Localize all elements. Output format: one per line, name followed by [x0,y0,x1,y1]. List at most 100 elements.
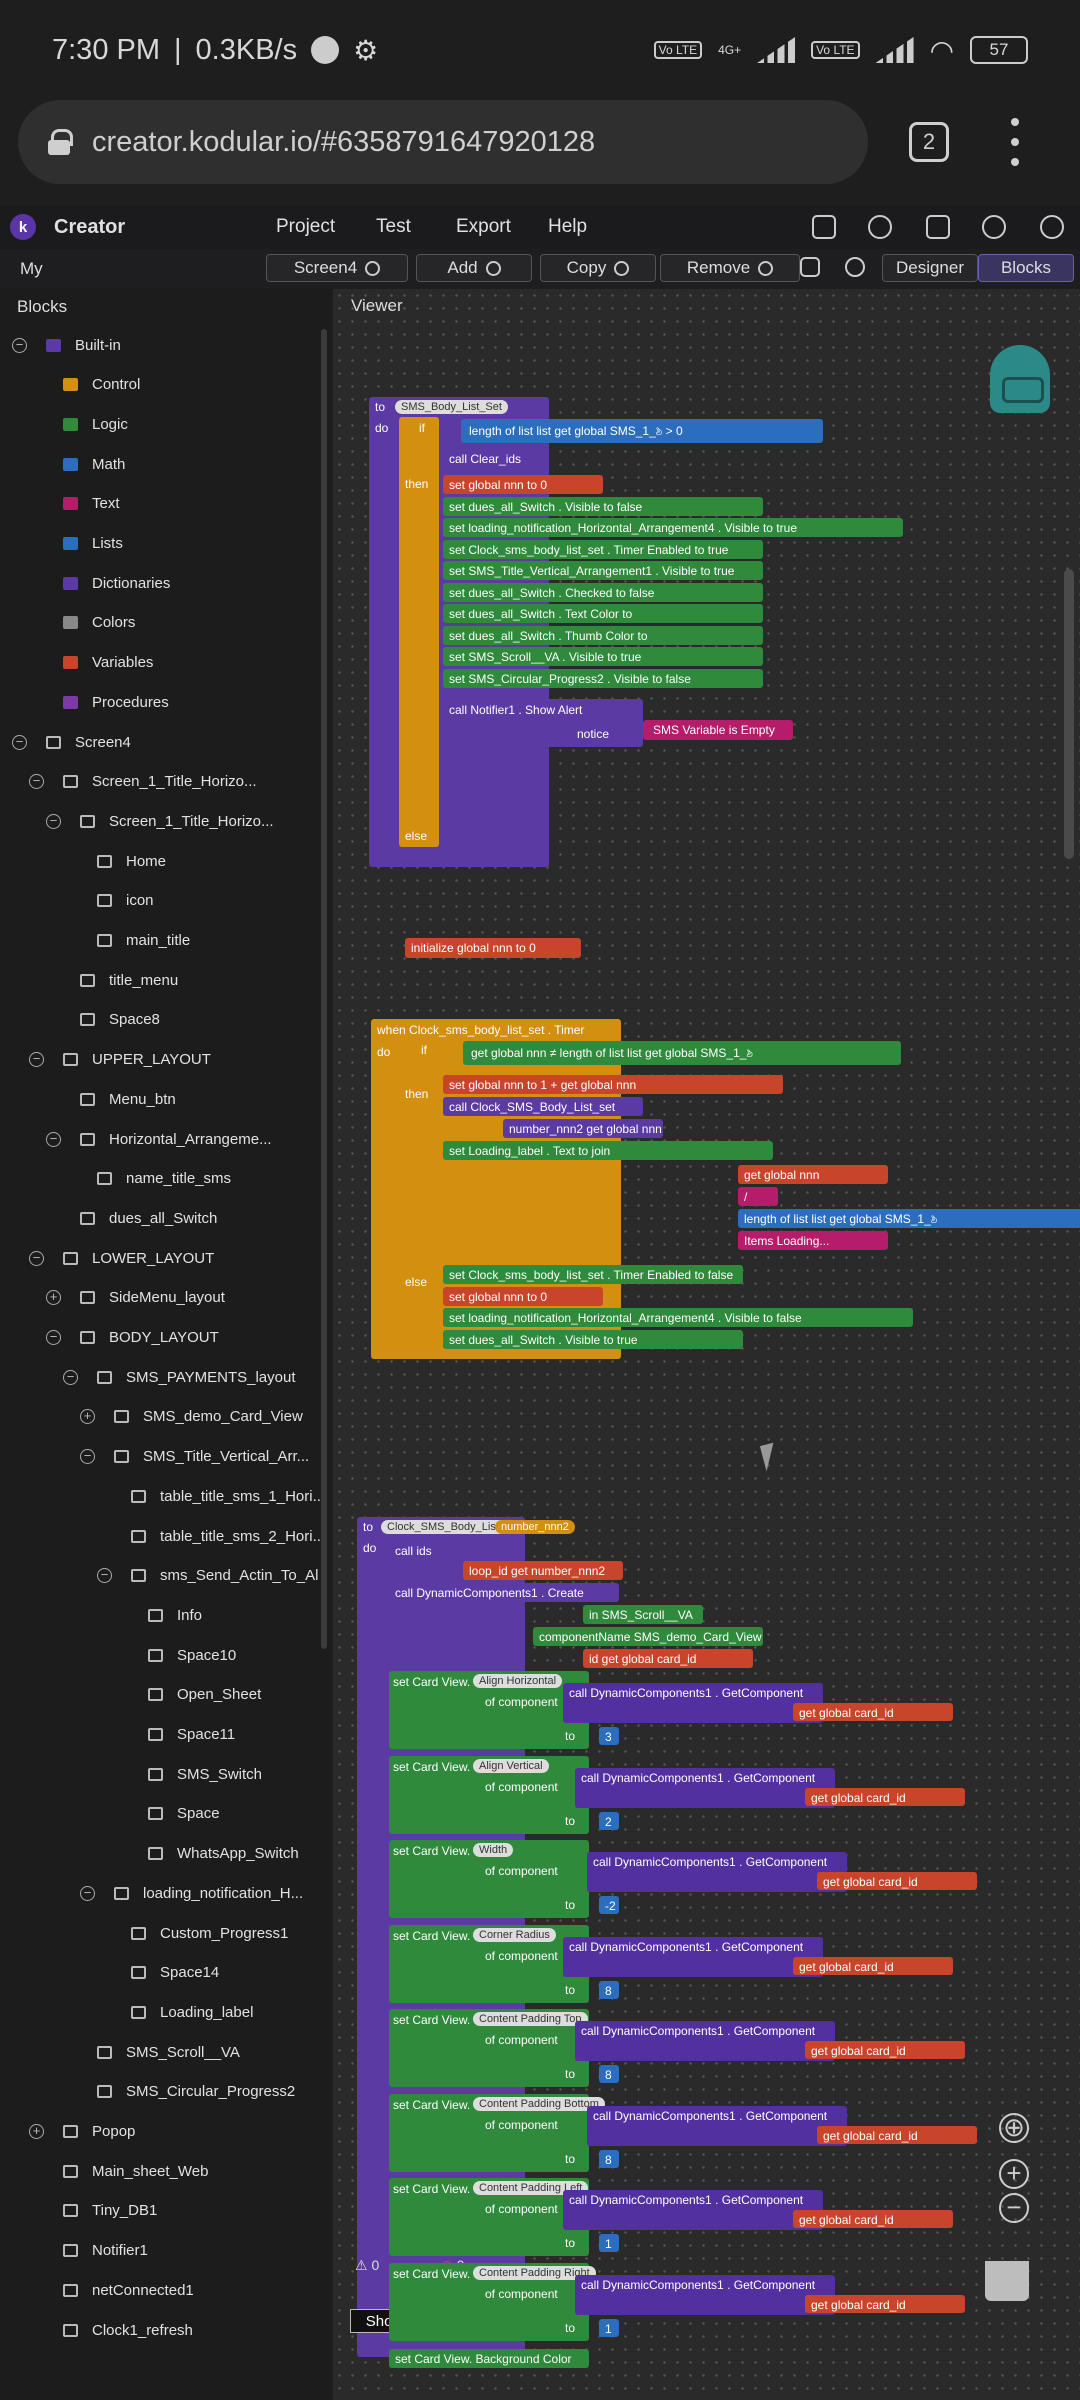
tree-item[interactable]: Math [63,444,125,484]
get-component-block[interactable]: call DynamicComponents1 . GetComponent [587,2105,847,2146]
set-block[interactable]: set dues_all_Switch . Visible to false [443,496,763,516]
tree-item[interactable]: −Built-in [12,325,121,365]
tree-item[interactable]: table_title_sms_1_Hori... [131,1476,325,1516]
timer-then-block[interactable]: get global nnn [738,1165,888,1184]
tree-item[interactable]: Info [148,1595,202,1635]
blocks-viewer[interactable]: Viewer to SMS_Body_List_Set do if then e… [333,289,1080,2400]
tree-item[interactable]: Notifier1 [63,2231,148,2271]
tree-item[interactable]: Tiny_DB1 [63,2191,157,2231]
set-block[interactable]: set SMS_Scroll__VA . Visible to true [443,647,763,666]
library-icon[interactable] [926,215,950,239]
get-component-block[interactable]: call DynamicComponents1 . GetComponent [575,2274,835,2315]
set-block[interactable]: set dues_all_Switch . Thumb Color to [443,625,763,645]
tree-item[interactable]: −SMS_PAYMENTS_layout [63,1357,296,1397]
tree-item[interactable]: Text [63,484,120,524]
tree-item[interactable]: Procedures [63,682,169,722]
collapse-icon[interactable]: − [29,1052,44,1068]
tree-item[interactable]: Clock1_refresh [63,2310,193,2350]
get-component-block[interactable]: call DynamicComponents1 . GetComponent [563,1936,823,1977]
tree-item[interactable]: Dictionaries [63,563,170,603]
tree-item[interactable]: −Screen_1_Title_Horizo... [46,801,274,841]
menu-test[interactable]: Test [376,216,411,237]
folder-icon[interactable] [812,215,836,239]
card-id-getter[interactable]: get global card_id [793,1956,953,1975]
property-dropdown[interactable]: Content Padding Bottom [473,2096,605,2111]
set-card-view-block[interactable]: set Card View. Background Color [389,2349,589,2368]
more-menu-icon[interactable] [1010,118,1020,166]
url-field[interactable]: creator.kodular.io/#6358791647920128 [18,100,868,184]
tree-item[interactable]: Open_Sheet [148,1675,261,1715]
viewer-scrollbar[interactable] [1064,569,1074,859]
tree-item[interactable]: Space [148,1794,220,1834]
tree-item[interactable]: Space11 [148,1715,235,1755]
condition-block[interactable]: length of list list get global SMS_1_ಶಿ … [461,419,823,443]
palette-icon[interactable] [868,215,892,239]
tree-item[interactable]: Custom_Progress1 [131,1913,288,1953]
card-id-getter[interactable]: get global card_id [805,2294,965,2313]
card-id-getter[interactable]: get global card_id [793,2210,953,2228]
tree-item[interactable]: Space8 [80,1000,160,1040]
trash-icon[interactable] [985,2261,1029,2301]
tree-item[interactable]: Space14 [131,1953,219,1993]
tree-item[interactable]: +SMS_demo_Card_View [80,1397,303,1437]
dollar-icon[interactable] [982,215,1006,239]
tree-item[interactable]: Colors [63,603,135,643]
tree-item[interactable]: Lists [63,524,123,564]
remove-screen-button[interactable]: Remove [660,254,800,282]
property-dropdown[interactable]: Align Vertical [473,1758,549,1773]
card-id-getter[interactable]: get global card_id [793,1703,953,1721]
tree-item[interactable]: SMS_Circular_Progress2 [97,2072,295,2112]
timer-then-block[interactable]: Items Loading... [738,1231,888,1250]
zoom-out-icon[interactable]: − [999,2193,1029,2223]
set-block[interactable]: set loading_notification_Horizontal_Arra… [443,518,903,537]
tree-item[interactable]: −Horizontal_Arrangeme... [46,1119,272,1159]
property-dropdown[interactable]: Align Horizontal [473,1674,563,1688]
screen-select[interactable]: Screen4 [266,254,408,282]
proc-name[interactable]: SMS_Body_List_Set [395,400,508,414]
collapse-icon[interactable]: − [29,774,44,790]
tree-item[interactable]: netConnected1 [63,2270,194,2310]
collapse-icon[interactable]: − [29,1250,44,1266]
number-block[interactable]: 1 [599,2234,619,2252]
proc2-header-block[interactable]: in SMS_Scroll__VA [583,1605,703,1624]
timer-else-block[interactable]: set Clock_sms_body_list_set . Timer Enab… [443,1265,743,1284]
settings-icon[interactable] [845,257,865,277]
tree-item[interactable]: Variables [63,643,153,683]
designer-button[interactable]: Designer [882,254,978,282]
timer-then-block[interactable]: length of list list get global SMS_1_ಶಿ [738,1209,1080,1228]
menu-project[interactable]: Project [276,216,336,237]
card-id-getter[interactable]: get global card_id [805,1787,965,1806]
account-icon[interactable] [1040,215,1064,239]
tree-item[interactable]: Logic [63,404,128,444]
number-block[interactable]: 8 [599,2149,619,2168]
collapse-icon[interactable]: − [63,1369,78,1385]
tree-item[interactable]: Menu_btn [80,1079,176,1119]
tree-item[interactable]: dues_all_Switch [80,1198,217,1238]
tree-item[interactable]: icon [97,881,154,921]
tree-item[interactable]: −Screen4 [12,722,131,762]
tree-item[interactable]: +Popop [29,2112,135,2152]
card-id-getter[interactable]: get global card_id [805,2041,965,2059]
tree-item[interactable]: −SMS_Title_Vertical_Arr... [80,1437,309,1477]
collapse-icon[interactable]: − [12,337,27,353]
tree-item[interactable]: SMS_Switch [148,1754,262,1794]
tree-item[interactable]: −loading_notification_H... [80,1873,303,1913]
get-component-block[interactable]: call DynamicComponents1 . GetComponent [575,1767,835,1808]
preview-icon[interactable] [800,257,820,277]
get-component-block[interactable]: call DynamicComponents1 . GetComponent [563,2190,823,2230]
tree-item[interactable]: main_title [97,921,190,961]
set-block[interactable]: set dues_all_Switch . Text Color to [443,604,763,623]
expand-icon[interactable]: + [80,1409,95,1425]
set-block[interactable]: set SMS_Circular_Progress2 . Visible to … [443,668,763,688]
tree-item[interactable]: −UPPER_LAYOUT [29,1040,211,1080]
set-block[interactable]: set global nnn to 0 [443,475,603,494]
proc2-header-block[interactable]: call DynamicComponents1 . Create [389,1583,619,1602]
number-block[interactable]: 3 [599,1727,619,1745]
timer-then-block[interactable]: number_nnn2 get global nnn [503,1119,663,1138]
show-alert-block[interactable]: call Notifier1 . Show Alert notice [443,699,643,747]
set-block[interactable]: set dues_all_Switch . Checked to false [443,582,763,602]
tree-item[interactable]: Control [63,365,140,405]
